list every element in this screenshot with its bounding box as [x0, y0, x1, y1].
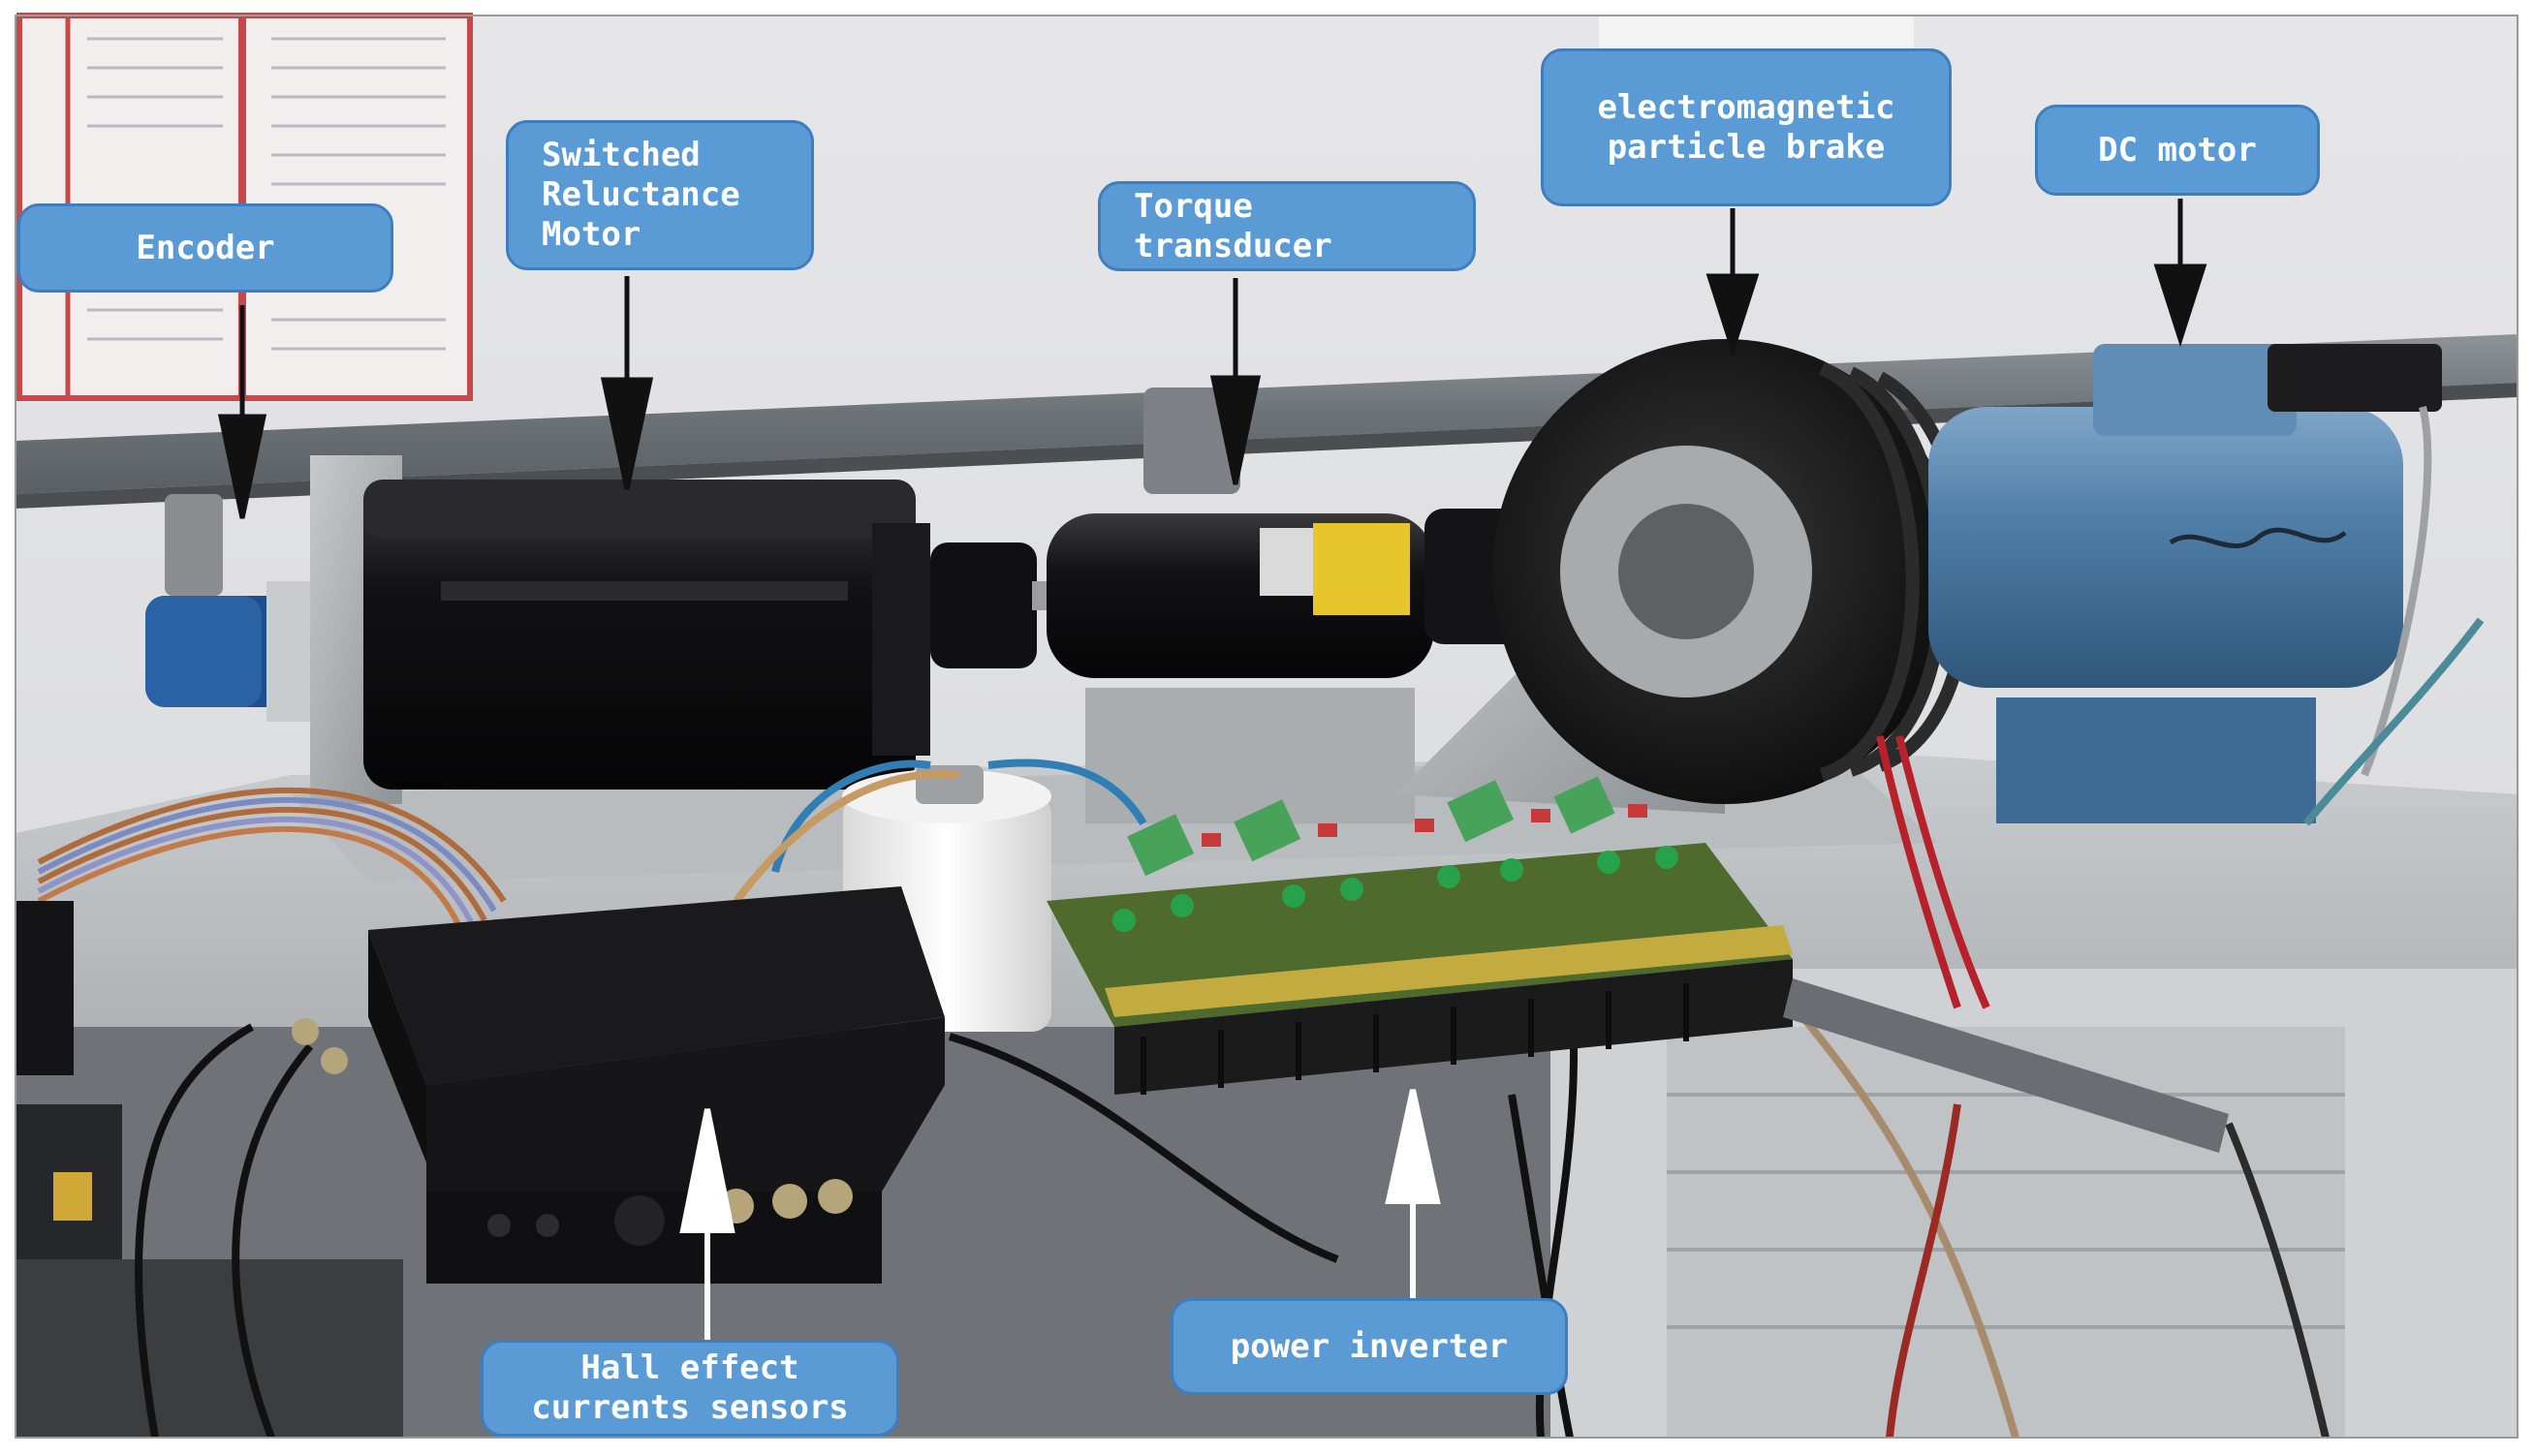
label-switched-reluctance-motor: Switched Reluctance Motor — [506, 120, 814, 270]
label-hall-effect-currents-sensors: Hall effect currents sensors — [481, 1340, 899, 1437]
label-power-inverter: power inverter — [1171, 1298, 1568, 1395]
label-torque-transducer: Torque transducer — [1098, 181, 1476, 271]
label-dc-motor: DC motor — [2035, 105, 2320, 196]
label-encoder: Encoder — [17, 203, 393, 293]
label-electromagnetic-particle-brake: electromagnetic particle brake — [1541, 48, 1952, 206]
